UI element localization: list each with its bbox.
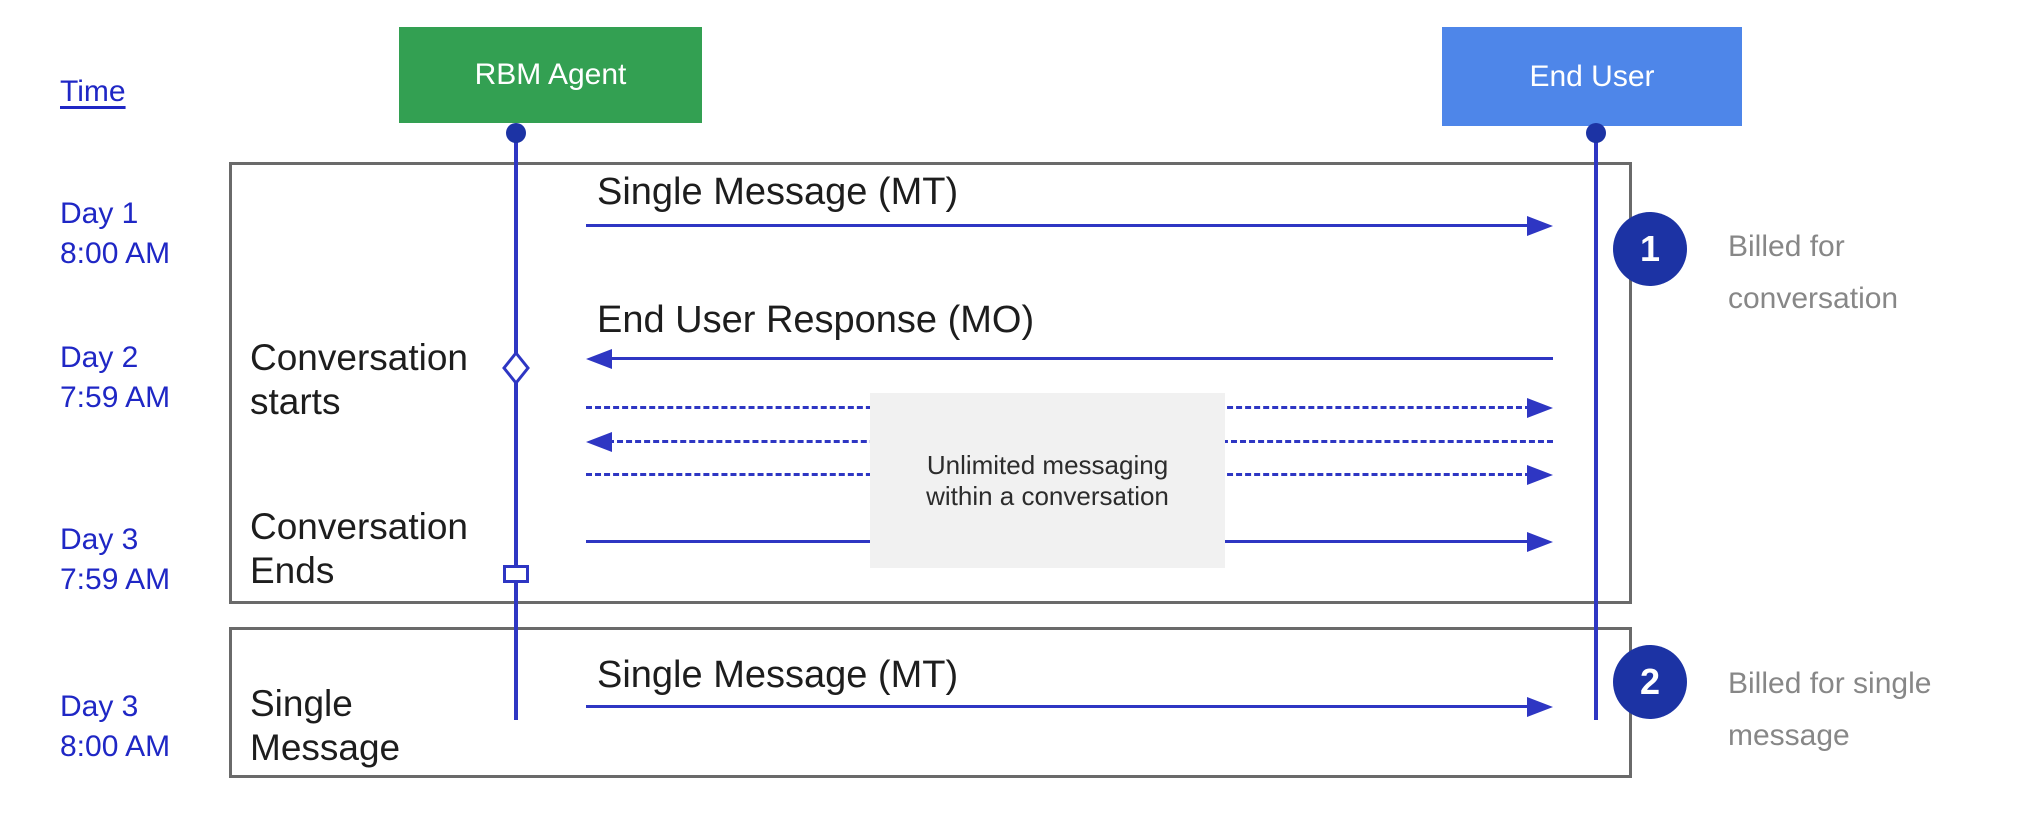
- arrow-end-user-response-mo: [586, 349, 1553, 369]
- arrowhead-right-icon: [1527, 465, 1553, 485]
- time-axis-label: Time: [60, 75, 126, 108]
- billed-for-single-message-label: Billed for single message: [1728, 658, 2023, 762]
- time-label-day: Day 3: [60, 523, 139, 556]
- lifeline-rbm-agent: [514, 138, 518, 720]
- phase-label-single-message: Single Message: [250, 682, 500, 770]
- billed-line: Billed for: [1728, 230, 1845, 263]
- time-label-day: Day 3: [60, 690, 139, 723]
- time-label-day3-end: Day 3 7:59 AM: [60, 520, 240, 600]
- conversation-frame: [229, 162, 1632, 604]
- arrow-shaft: [586, 224, 1531, 227]
- phase-line: Conversation: [250, 337, 469, 378]
- annotation-badge-1: 1: [1613, 212, 1687, 286]
- arrowhead-right-icon: [1527, 697, 1553, 717]
- arrowhead-left-icon: [586, 432, 612, 452]
- phase-label-conversation-ends: Conversation Ends: [250, 505, 500, 593]
- arrow-shaft: [608, 357, 1553, 360]
- arrow-single-message-mt-2: [586, 697, 1553, 717]
- badge-number: 1: [1639, 228, 1661, 269]
- arrow-single-message-mt: [586, 216, 1553, 236]
- phase-line: Ends: [250, 550, 335, 591]
- time-label-time: 7:59 AM: [60, 381, 171, 414]
- billed-for-conversation-label: Billed for conversation: [1728, 221, 2023, 325]
- actor-box-end-user: End User: [1442, 27, 1742, 126]
- arrowhead-right-icon: [1527, 216, 1553, 236]
- arrowhead-right-icon: [1527, 398, 1553, 418]
- note-line: within a conversation: [926, 480, 1169, 511]
- note-line: Unlimited messaging: [926, 449, 1169, 480]
- actor-label-rbm-agent: RBM Agent: [474, 58, 627, 91]
- actor-label-end-user: End User: [1529, 59, 1655, 93]
- time-label-day2: Day 2 7:59 AM: [60, 338, 240, 418]
- time-label-day: Day 2: [60, 341, 139, 374]
- lifeline-dot-end-user-icon: [1586, 123, 1606, 143]
- message-label-single-message-mt: Single Message (MT): [597, 171, 959, 213]
- billed-line: message: [1728, 719, 1850, 752]
- phase-line: starts: [250, 381, 341, 422]
- phase-line: Conversation: [250, 506, 469, 547]
- time-label-time: 8:00 AM: [60, 237, 171, 270]
- arrowhead-right-icon: [1527, 532, 1553, 552]
- conversation-end-square-icon: [503, 565, 529, 583]
- badge-number: 2: [1639, 661, 1661, 702]
- time-label-day3-single: Day 3 8:00 AM: [60, 687, 240, 767]
- annotation-badge-2: 2: [1613, 645, 1687, 719]
- lifeline-dot-rbm-icon: [506, 123, 526, 143]
- message-label-single-message-mt-2: Single Message (MT): [597, 654, 959, 696]
- message-label-end-user-response-mo: End User Response (MO): [597, 299, 1035, 341]
- billed-line: conversation: [1728, 282, 1899, 315]
- note-unlimited-messaging: Unlimited messaging within a conversatio…: [870, 393, 1225, 568]
- time-label-time: 8:00 AM: [60, 730, 171, 763]
- conversation-start-diamond-icon: [502, 351, 530, 385]
- phase-label-conversation-starts: Conversation starts: [250, 336, 500, 424]
- arrowhead-left-icon: [586, 349, 612, 369]
- time-label-day: Day 1: [60, 197, 139, 230]
- lifeline-end-user: [1594, 138, 1598, 720]
- arrow-shaft: [586, 705, 1531, 708]
- phase-line: Single: [250, 683, 353, 724]
- time-label-day1: Day 1 8:00 AM: [60, 194, 240, 274]
- actor-box-rbm-agent: RBM Agent: [399, 27, 702, 123]
- billed-line: Billed for single: [1728, 667, 1932, 700]
- phase-line: Message: [250, 727, 401, 768]
- time-label-time: 7:59 AM: [60, 563, 171, 596]
